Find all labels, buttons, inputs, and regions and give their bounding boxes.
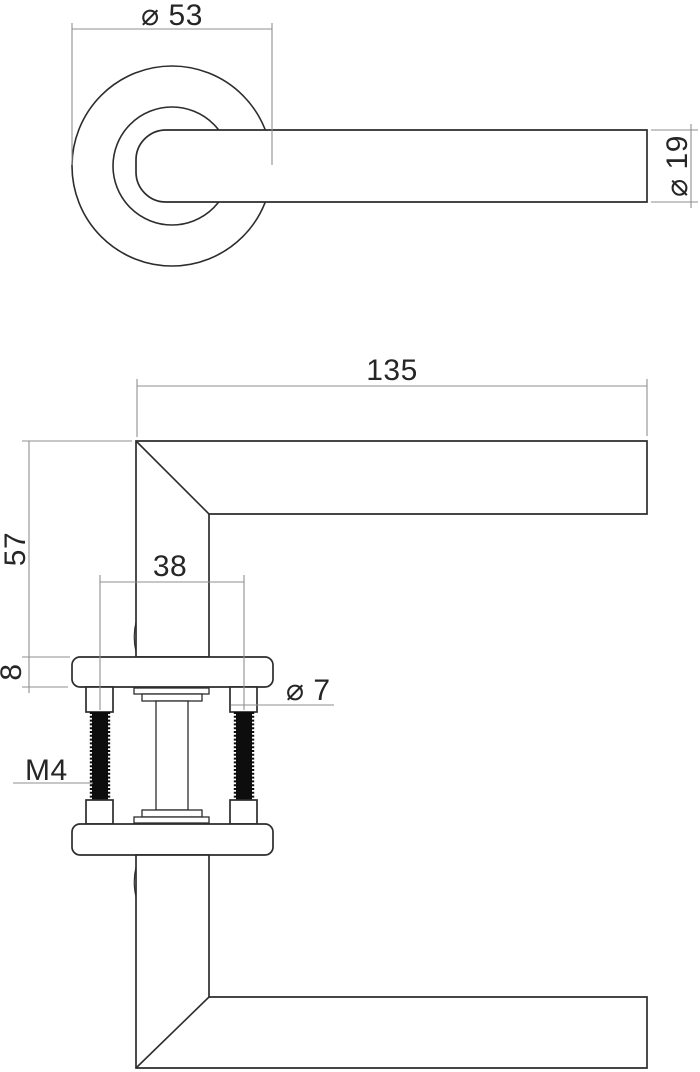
front-rose-plate [71, 656, 274, 688]
dim-rose-diameter: ⌀ 53 [71, 0, 273, 165]
dim8-label: 8 [0, 663, 28, 680]
front-view: ⌀ 53 ⌀ 19 [71, 0, 698, 267]
thread-left-body [92, 712, 108, 800]
lower-handle-outline [135, 854, 648, 1069]
threaded-rod-right [233, 712, 255, 800]
upper-neck-fillet [133, 621, 137, 653]
thread-right-body [236, 712, 252, 800]
dim135-label: 135 [366, 354, 418, 387]
back-rose-plate [71, 823, 274, 856]
spindle-washer-top [133, 687, 210, 695]
lower-handle-miter [135, 996, 210, 1069]
dim-screw-spacing: 38 [99, 550, 245, 710]
dim38-label: 38 [153, 550, 187, 583]
lever-front [135, 129, 648, 203]
callout-thread: M4 [13, 754, 93, 787]
dim-lever-diameter: ⌀ 19 [651, 124, 698, 208]
screw-boss-left-bottom [85, 799, 114, 825]
spindle-collar-bottom [141, 809, 203, 818]
dim19-label: ⌀ 19 [661, 135, 694, 197]
spindle-washer-bottom [133, 816, 210, 824]
lower-neck-fillet [133, 866, 137, 898]
upper-handle-miter [135, 440, 210, 515]
callout-screw-hole: ⌀ 7 [231, 674, 334, 707]
m4-label: M4 [25, 754, 68, 787]
dim57-label: 57 [0, 532, 32, 566]
upper-handle-outline [135, 440, 648, 658]
dim53-label: ⌀ 53 [141, 0, 203, 32]
spindle-assembly [133, 687, 210, 824]
side-view: 135 57 8 38 ⌀ 7 M4 [0, 354, 648, 1069]
dia7-label: ⌀ 7 [286, 674, 331, 707]
screw-boss-right-bottom [229, 799, 258, 825]
threaded-rod-left [89, 712, 111, 800]
spindle-shaft [155, 700, 189, 811]
dim-height: 57 8 [0, 440, 132, 693]
dim-length: 135 [136, 354, 648, 437]
spindle-collar-top [141, 693, 203, 702]
